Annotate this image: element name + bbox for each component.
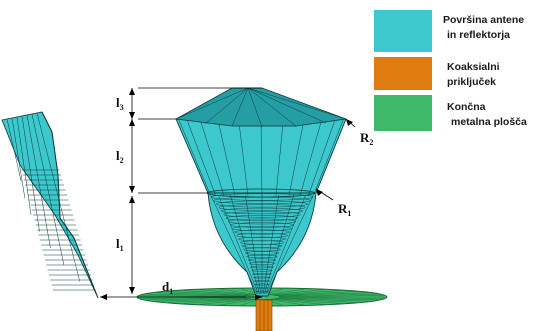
dimension-lines: [100, 87, 356, 298]
legend-label-antenna-surface-line1: Površina antene: [443, 14, 524, 26]
legend-label-coaxial-connector-line2: priključek: [447, 76, 496, 88]
label-l2: l2: [116, 148, 124, 165]
legend-swatch-end-plate: [374, 95, 432, 131]
legend-swatch-coaxial-connector: [374, 57, 432, 90]
legend-label-end-plate-line1: Končna: [447, 101, 486, 113]
legend-label-antenna-surface-line2: in reflektorja: [447, 29, 510, 41]
label-l1: l1: [116, 236, 124, 253]
label-d1: d1: [162, 279, 173, 296]
main-antenna: [174, 87, 347, 297]
dimension-arrowheads: [100, 88, 353, 300]
label-l3: l3: [116, 95, 124, 112]
legend-swatch-antenna-surface: [374, 10, 432, 52]
legend-label-coaxial-connector-line1: Koaksialni: [447, 61, 500, 73]
side-view-cone: [1, 111, 99, 299]
legend-label-end-plate-line2: metalna plošča: [451, 116, 527, 128]
label-r2: R2: [360, 130, 373, 147]
label-r1: R1: [338, 201, 351, 218]
coaxial-connector: [255, 299, 273, 331]
legend: Površina antene in reflektorja Koaksialn…: [374, 10, 527, 131]
